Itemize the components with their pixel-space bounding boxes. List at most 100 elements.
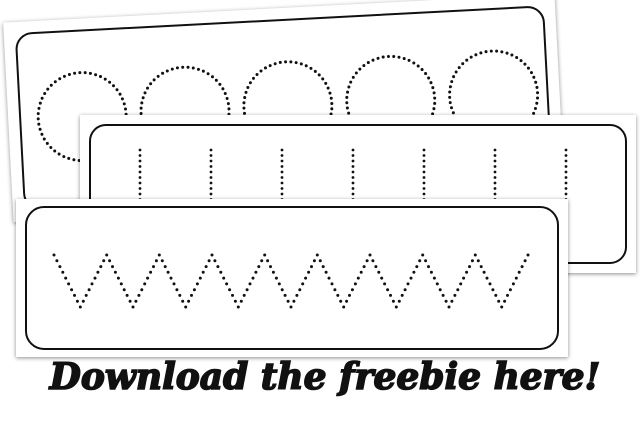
zigzag-trace-dot <box>465 270 469 274</box>
line-trace-dot <box>138 170 142 174</box>
line-trace-dot <box>209 165 213 168</box>
zigzag-trace-dot <box>271 270 275 274</box>
zigzag-trace-dot <box>228 288 232 292</box>
zigzag-trace-dot <box>61 270 65 274</box>
line-trace-dot <box>209 176 213 179</box>
circle-trace-dot <box>45 141 49 145</box>
line-trace-dot <box>209 170 213 174</box>
circle-trace-dot <box>37 106 41 110</box>
download-caption[interactable]: Download the freebie here! <box>0 352 640 412</box>
line-trace-dot <box>422 176 426 179</box>
circle-trace-dot <box>457 66 461 70</box>
circle-trace-dot <box>259 69 263 73</box>
zigzag-trace-dot <box>438 288 442 292</box>
zigzag-tracing-card <box>16 199 568 357</box>
circle-trace-dot <box>99 75 103 79</box>
zigzag-trace-dot <box>295 293 299 297</box>
circle-trace-dot <box>246 85 250 89</box>
zigzag-trace-dot <box>310 265 313 269</box>
line-trace-dot <box>422 181 426 185</box>
zigzag-trace-dot <box>178 293 182 297</box>
circle-trace-dot <box>53 149 57 153</box>
circle-trace-dot <box>536 91 540 95</box>
circle-trace-dot <box>526 66 530 70</box>
line-trace-dot <box>493 170 497 174</box>
zigzag-trace-dot <box>157 253 161 257</box>
circle-trace-dot <box>392 54 396 58</box>
zigzag-trace-dot <box>263 253 267 257</box>
zigzag-trace-dot <box>67 282 71 286</box>
zigzag-trace-dot <box>488 282 492 286</box>
circle-trace-dot <box>103 77 107 81</box>
zigzag-trace-dot <box>222 276 226 280</box>
circle-trace-dot <box>500 50 504 54</box>
circle-trace-dot <box>242 106 246 110</box>
line-trace-dot <box>351 148 355 152</box>
circle-trace-dot <box>534 80 538 84</box>
zigzag-trace-dot <box>113 270 117 274</box>
zigzag-trace-dot <box>301 282 305 286</box>
zigzag-trace-dot <box>497 299 501 303</box>
circle-trace-dot <box>149 82 153 86</box>
zigzag-trace-dot <box>152 265 155 269</box>
zigzag-trace-dot <box>441 293 445 297</box>
circle-trace-dot <box>535 101 539 105</box>
circle-trace-dot <box>351 75 355 79</box>
zigzag-trace-dot <box>523 259 527 263</box>
circle-trace-dot <box>118 92 122 96</box>
zigzag-trace-dot <box>58 265 62 269</box>
circle-trace-dot <box>278 60 282 64</box>
zigzag-trace-dot <box>116 276 120 280</box>
line-trace-dot <box>422 159 426 163</box>
zigzag-trace-dot <box>315 253 319 257</box>
line-trace-dot <box>493 176 497 179</box>
zigzag-trace-dot <box>514 276 518 280</box>
circle-trace-dot <box>489 49 493 53</box>
circle-trace-dot <box>38 101 42 105</box>
circle-trace-dot <box>43 92 47 96</box>
circle-trace-dot <box>376 56 380 60</box>
circle-trace-dot <box>62 155 66 159</box>
circle-trace-dot <box>88 71 92 75</box>
circle-trace-dot <box>416 64 420 68</box>
line-trace-dot <box>138 165 142 168</box>
line-trace-dot <box>209 159 213 163</box>
circle-trace-dot <box>78 71 82 75</box>
zigzag-trace-dot <box>216 265 220 269</box>
circle-trace-dot <box>433 96 437 100</box>
circle-trace-dot <box>371 58 375 62</box>
circle-trace-dot <box>58 77 62 81</box>
zigzag-trace-dot <box>418 259 422 263</box>
zigzag-trace-dot <box>415 265 419 269</box>
download-caption-text[interactable]: Download the freebie here! <box>48 355 601 399</box>
zigzag-trace-dot <box>274 276 278 280</box>
circle-trace-dot <box>42 137 46 141</box>
circle-trace-dot <box>196 67 200 71</box>
line-trace-dot <box>138 192 142 196</box>
circle-trace-dot <box>427 76 431 80</box>
circle-trace-dot <box>450 80 454 84</box>
zigzag-trace-dot <box>108 259 112 263</box>
circle-trace-dot <box>412 61 416 65</box>
zigzag-trace-dot <box>99 265 103 269</box>
circle-trace-dot <box>181 65 185 69</box>
circle-trace-dot <box>451 111 455 115</box>
line-trace-dot <box>422 192 426 196</box>
zigzag-trace-dot <box>198 276 202 280</box>
circle-trace-dot <box>46 87 50 91</box>
zigzag-trace-dot <box>403 288 407 292</box>
circle-trace-dot <box>124 107 128 111</box>
circle-trace-dot <box>330 101 334 105</box>
zigzag-trace-dot <box>70 288 74 292</box>
zigzag-trace-dot <box>312 259 316 263</box>
circle-trace-dot <box>329 96 333 100</box>
zigzag-trace-dot <box>242 293 246 297</box>
line-trace-dot <box>280 181 284 185</box>
circle-trace-dot <box>358 67 362 71</box>
zigzag-trace-dot <box>137 293 141 297</box>
zigzag-trace-dot <box>432 276 436 280</box>
zigzag-trace-dot <box>93 276 97 280</box>
circle-trace-dot <box>53 80 57 84</box>
zigzag-trace-dot <box>406 282 410 286</box>
zigzag-trace-dot <box>52 253 56 257</box>
